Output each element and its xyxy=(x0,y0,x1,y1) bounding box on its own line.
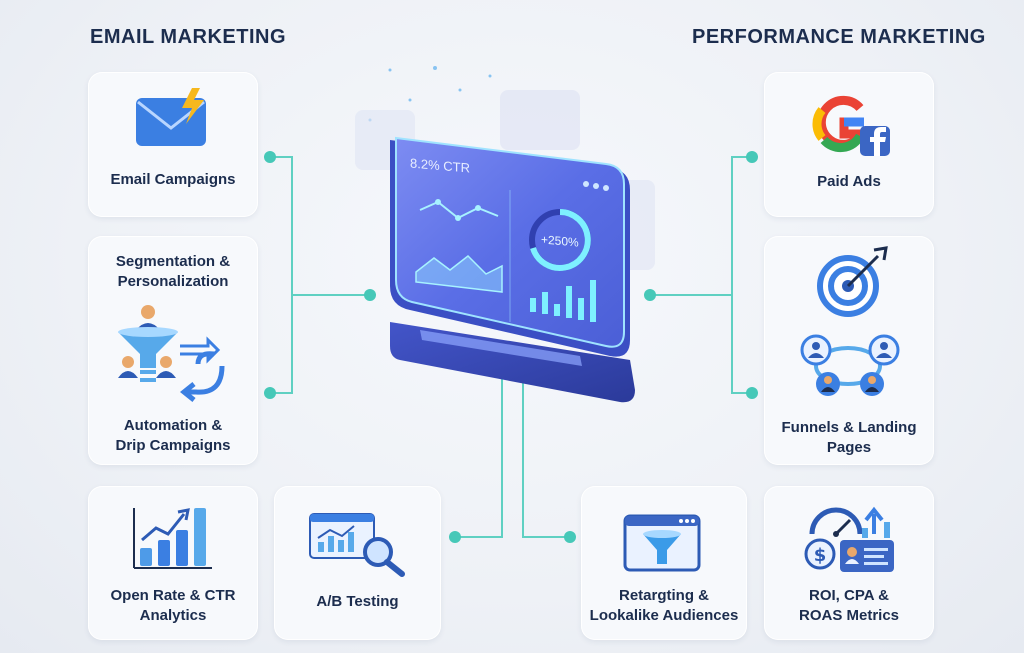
right-bracket-line xyxy=(731,156,752,394)
funnels-label: Funnels & Landing Pages xyxy=(781,419,917,456)
segmentation-label: Segmentation & Personalization xyxy=(115,253,231,290)
card-roi: $ ROI, CPA & ROAS Metrics xyxy=(764,486,934,640)
left-bracket-line xyxy=(270,156,293,394)
connector-dot xyxy=(449,531,461,543)
bottom-left-line xyxy=(455,372,503,538)
bar-chart-icon xyxy=(133,508,212,569)
connector-dot xyxy=(746,151,758,163)
dashboard-monitor xyxy=(355,66,655,403)
roi-label: ROI, CPA & ROAS Metrics xyxy=(798,587,900,624)
performance-marketing-heading: PERFORMANCE MARKETING xyxy=(692,26,986,48)
card-retargeting: Retargting & Lookalike Audiences xyxy=(581,486,747,640)
svg-text:$: $ xyxy=(814,545,827,566)
google-facebook-icon xyxy=(812,95,890,156)
automation-label: Automation & Drip Campaigns xyxy=(115,417,231,454)
email-marketing-heading: EMAIL MARKETING xyxy=(90,26,287,48)
target-people-icon xyxy=(800,246,900,396)
card-segmentation-automation: Segmentation & Personalization Automatio… xyxy=(88,236,258,465)
email-campaigns-label: Email Campaigns xyxy=(110,171,236,188)
card-ab-testing: A/B Testing xyxy=(274,486,441,640)
bottom-right-line xyxy=(522,372,570,538)
browser-funnel-icon xyxy=(623,514,701,572)
connector-dot xyxy=(364,289,376,301)
paid-ads-label: Paid Ads xyxy=(817,173,881,190)
connector-dot xyxy=(564,531,576,543)
card-open-rate: Open Rate & CTR Analytics xyxy=(88,486,258,640)
retargeting-label: Retargting & Lookalike Audiences xyxy=(589,587,739,624)
metrics-icon: $ xyxy=(804,506,894,572)
connector-dot xyxy=(746,387,758,399)
envelope-icon xyxy=(136,88,206,146)
magnifier-chart-icon xyxy=(309,513,405,577)
card-paid-ads: Paid Ads xyxy=(764,72,934,217)
card-email-campaigns: Email Campaigns xyxy=(88,72,258,217)
connector-dot xyxy=(264,387,276,399)
card-funnels: Funnels & Landing Pages xyxy=(764,236,934,465)
connector-dot xyxy=(644,289,656,301)
open-rate-label: Open Rate & CTR Analytics xyxy=(110,587,236,624)
funnel-people-icon xyxy=(118,305,225,402)
ab-testing-label: A/B Testing xyxy=(316,593,399,610)
connector-dot xyxy=(264,151,276,163)
